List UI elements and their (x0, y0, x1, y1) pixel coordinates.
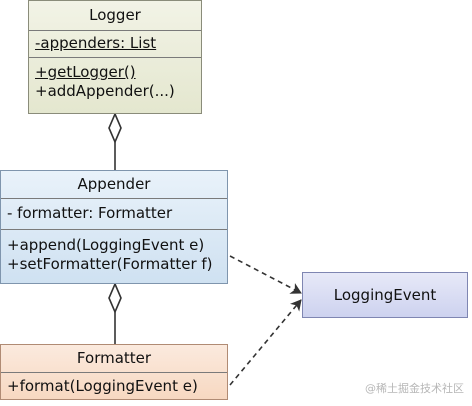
dependency-appender-loggingevent (229, 255, 302, 294)
class-logger: Logger -appenders: List +getLogger() +ad… (28, 0, 202, 114)
class-loggingevent-name: LoggingEvent (333, 286, 437, 304)
class-appender-attributes: - formatter: Formatter (1, 199, 227, 230)
class-formatter-name: Formatter (1, 345, 227, 373)
class-logger-attributes: -appenders: List (29, 31, 201, 58)
class-appender: Appender - formatter: Formatter +append(… (0, 170, 228, 284)
class-appender-name: Appender (1, 171, 227, 199)
class-logger-operations: +getLogger() +addAppender(...) (29, 58, 201, 101)
class-appender-operation: +append(LoggingEvent e) (7, 236, 205, 254)
class-appender-attribute: - formatter: Formatter (7, 204, 173, 222)
watermark: @稀土掘金技术社区 (365, 382, 464, 395)
class-logger-operation: +addAppender(...) (35, 82, 175, 100)
class-logger-attribute: -appenders: List (35, 34, 157, 52)
class-formatter-operations: +format(LoggingEvent e) (1, 373, 227, 399)
class-appender-operations: +append(LoggingEvent e) +setFormatter(Fo… (1, 230, 227, 274)
class-loggingevent: LoggingEvent (302, 272, 468, 318)
dependency-formatter-loggingevent (229, 299, 302, 386)
aggregation-diamond-appender (108, 281, 122, 315)
class-formatter-operation: +format(LoggingEvent e) (7, 377, 198, 395)
class-logger-operation: +getLogger() (35, 63, 136, 81)
aggregation-diamond-logger (108, 111, 122, 145)
class-formatter: Formatter +format(LoggingEvent e) (0, 344, 228, 400)
class-appender-operation: +setFormatter(Formatter f) (7, 255, 213, 273)
class-logger-name: Logger (29, 1, 201, 31)
